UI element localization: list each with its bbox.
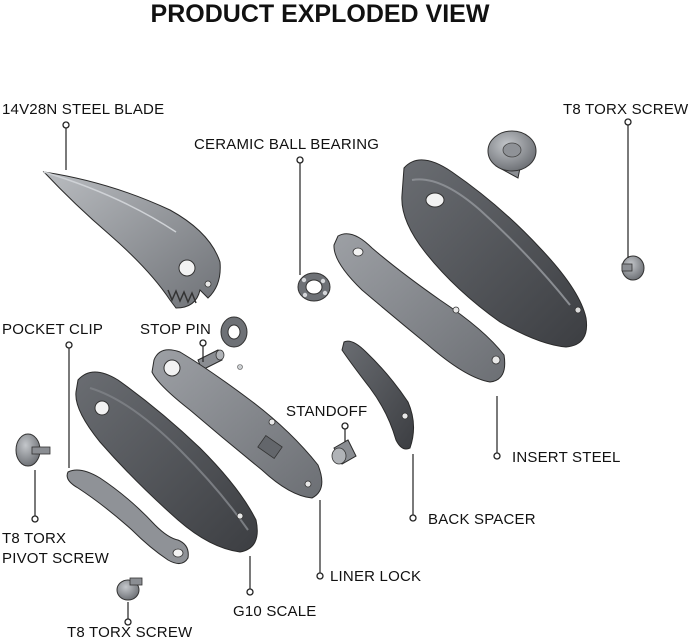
- leader-torx-bottom: [124, 602, 132, 626]
- back-spacer-part: [341, 340, 414, 450]
- leader-g10-scale: [246, 556, 254, 596]
- insert-steel-part: [401, 159, 588, 348]
- label-stop-pin: STOP PIN: [140, 321, 211, 338]
- leader-pivot-screw: [31, 470, 39, 523]
- diagram-title: PRODUCT EXPLODED VIEW: [151, 0, 490, 28]
- ceramic-ball-bearing-part: [297, 272, 331, 302]
- leader-torx-top: [624, 118, 632, 258]
- torx-pivot-screw-part: [15, 433, 51, 467]
- label-steel-blade: 14V28N STEEL BLADE: [2, 101, 164, 118]
- torx-screw-top-small-part: [621, 255, 645, 281]
- pocket-clip-part: [66, 469, 189, 564]
- label-pocket-clip: POCKET CLIP: [2, 321, 103, 338]
- label-liner-lock: LINER LOCK: [330, 568, 421, 585]
- leader-standoff: [341, 422, 349, 442]
- leader-bearing: [296, 156, 304, 275]
- pivot-washer-part: [220, 316, 248, 348]
- leader-insert-steel: [493, 396, 501, 460]
- label-back-spacer: BACK SPACER: [428, 511, 536, 528]
- stop-pin-part: [197, 349, 243, 371]
- label-torx-screw-top: T8 TORX SCREW: [563, 101, 689, 118]
- label-pivot-screw-line1: T8 TORX: [2, 530, 66, 547]
- liner-plate-part: [333, 233, 506, 383]
- leader-back-spacer: [409, 454, 417, 522]
- label-torx-screw-bottom: T8 TORX SCREW: [67, 624, 193, 641]
- g10-scale-part: [75, 371, 258, 553]
- label-insert-steel: INSERT STEEL: [512, 449, 621, 466]
- label-ceramic-ball-bearing: CERAMIC BALL BEARING: [194, 136, 379, 153]
- leader-liner-lock: [316, 500, 324, 580]
- label-pivot-screw-line2: PIVOT SCREW: [2, 550, 110, 567]
- torx-screw-top-large-part: [487, 130, 537, 179]
- liner-lock-part: [151, 349, 323, 499]
- leader-blade: [62, 121, 70, 170]
- torx-screw-bottom-part: [116, 577, 143, 601]
- label-g10-scale: G10 SCALE: [233, 603, 317, 620]
- steel-blade-part: [42, 171, 221, 309]
- standoff-part: [331, 439, 357, 465]
- leader-pocket-clip: [65, 341, 73, 468]
- leader-stop-pin: [199, 339, 207, 362]
- label-standoff: STANDOFF: [286, 403, 367, 420]
